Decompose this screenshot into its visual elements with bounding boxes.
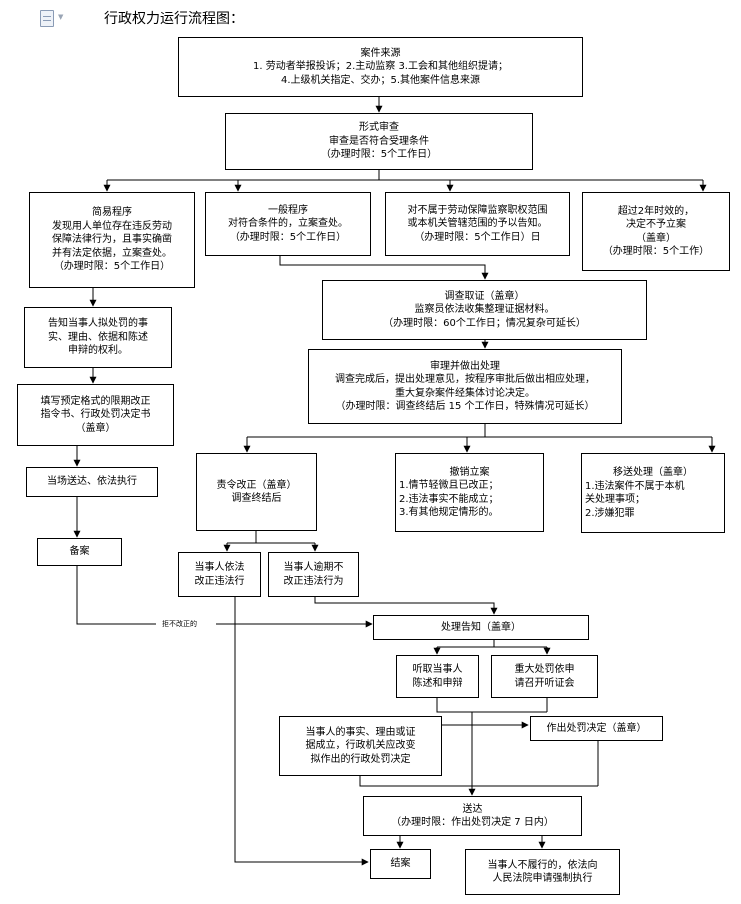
fill-form-line2: 指令书、行政处罚决定书	[40, 409, 151, 421]
general-procedure-line1: 对符合条件的，立案查处。	[228, 218, 348, 230]
cancel-case-line3: 3.有其他规定情形的。	[399, 507, 499, 518]
party-corrected-line2: 改正违法行	[194, 575, 245, 587]
party-not-corrected-line1: 当事人逾期不	[283, 562, 344, 573]
court-enforcement-line2: 人民法院申请强制执行	[492, 873, 593, 884]
party-not-corrected-box: 当事人逾期不 改正违法行为	[268, 552, 359, 597]
close-case-label: 结案	[390, 858, 411, 870]
hear-party-line1: 听取当事人	[412, 664, 463, 675]
page-title: 行政权力运行流程图：	[104, 11, 244, 27]
simple-procedure-line3: 并有法定依据，立案查处。	[52, 247, 172, 259]
over-two-years-line3: （盖章）	[636, 232, 676, 244]
facts-established-line3: 拟作出的行政处罚决定	[310, 753, 411, 765]
order-correct-title: 责令改正（盖章）	[216, 479, 297, 491]
inform-party-line1: 告知当事人拟处罚的事	[48, 318, 148, 330]
court-enforcement-line1: 当事人不履行的，依法向	[487, 859, 598, 871]
transfer-line3: 2.涉嫌犯罪	[585, 507, 635, 519]
fill-form-line3: （盖章）	[75, 422, 116, 434]
hearing-line1: 重大处罚依申	[514, 664, 575, 675]
case-source-line2: 4.上级机关指定、交办；5.其他案件信息来源	[280, 74, 481, 86]
facts-established-box: 当事人的事实、理由或证 据成立，行政机关应改变 拟作出的行政处罚决定	[279, 716, 442, 776]
over-two-years-box: 超过2年时效的， 决定不予立案 （盖章） （办理时限：5个工作）	[582, 192, 730, 271]
transfer-line1: 1.违法案件不属于本机	[585, 480, 685, 492]
deliver-onsite-label: 当场送达、依法执行	[47, 476, 137, 488]
case-source-box: 案件来源 1. 劳动者举报投诉；2.主动监察 3.工会和其他组织提请； 4.上级…	[178, 37, 583, 97]
chevron-down-icon[interactable]: ▼	[58, 13, 64, 21]
over-two-years-line1: 超过2年时效的，	[617, 205, 695, 217]
over-two-years-line2: 决定不予立案	[626, 219, 686, 230]
simple-procedure-line4: （办理时限：5个工作日）	[53, 261, 171, 273]
review-title: 审理并做出处理	[430, 360, 500, 372]
formal-review-line2: （办理时限：5个工作日）	[320, 149, 438, 161]
fill-form-box: 填写预定格式的限期改正 指令书、行政处罚决定书 （盖章）	[17, 384, 174, 446]
hear-party-line2: 陈述和申辩	[412, 677, 463, 689]
party-corrected-line1: 当事人依法	[194, 562, 245, 573]
inform-party-line3: 申辩的权利。	[68, 345, 128, 357]
inform-party-box: 告知当事人拟处罚的事 实、理由、依据和陈述 申辩的权利。	[24, 307, 172, 368]
refuse-correct-label: 拒不改正的	[162, 620, 197, 628]
case-source-line1: 1. 劳动者举报投诉；2.主动监察 3.工会和其他组织提请；	[253, 61, 508, 73]
deliver-onsite-box: 当场送达、依法执行	[26, 467, 158, 497]
hearing-line2: 请召开听证会	[514, 677, 575, 689]
service-box: 送达 （办理时限：作出处罚决定 7 日内）	[363, 796, 582, 836]
transfer-box: 移送处理（盖章） 1.违法案件不属于本机 关处理事项； 2.涉嫌犯罪	[581, 453, 725, 533]
facts-established-line2: 据成立，行政机关应改变	[305, 740, 416, 752]
service-line1: （办理时限：作出处罚决定 7 日内）	[391, 817, 554, 828]
over-two-years-line4: （办理时限：5个工作）	[602, 246, 710, 257]
general-procedure-title: 一般程序	[268, 204, 308, 216]
not-jurisdiction-box: 对不属于劳动保障监察职权范围 或本机关管辖范围的予以告知。 （办理时限：5个工作…	[385, 192, 570, 256]
cancel-case-box: 撤销立案 1.情节轻微且已改正； 2.违法事实不能成立； 3.有其他规定情形的。	[395, 453, 544, 532]
service-title: 送达	[462, 803, 483, 815]
not-jurisdiction-line3: （办理时限：5个工作日）日	[414, 231, 541, 243]
not-jurisdiction-line1: 对不属于劳动保障监察职权范围	[407, 204, 548, 216]
transfer-line2: 关处理事项；	[585, 494, 645, 505]
filing-label: 备案	[69, 546, 90, 558]
formal-review-line1: 审查是否符合受理条件	[329, 135, 429, 147]
cancel-case-title: 撤销立案	[449, 466, 490, 478]
simple-procedure-box: 简易程序 发现用人单位存在违反劳动 保障法律行为，且事实确凿 并有法定依据，立案…	[29, 192, 195, 288]
facts-established-line1: 当事人的事实、理由或证	[305, 726, 416, 738]
document-icon[interactable]	[40, 10, 54, 27]
simple-procedure-line2: 保障法律行为，且事实确凿	[52, 234, 172, 246]
cancel-case-line1: 1.情节轻微且已改正；	[399, 480, 499, 491]
investigate-line1: 监察员依法收集整理证据材料。	[414, 304, 555, 316]
party-not-corrected-line2: 改正违法行为	[283, 575, 344, 587]
investigate-box: 调查取证（盖章） 监察员依法收集整理证据材料。 （办理时限：60个工作日；情况复…	[322, 280, 647, 340]
formal-review-box: 形式审查 审查是否符合受理条件 （办理时限：5个工作日）	[225, 113, 533, 170]
fill-form-line1: 填写预定格式的限期改正	[40, 395, 151, 407]
order-correct-box: 责令改正（盖章） 调查终结后	[196, 453, 317, 531]
penalty-decision-box: 作出处罚决定（盖章）	[530, 716, 663, 741]
inform-party-line2: 实、理由、依据和陈述	[48, 331, 148, 343]
court-enforcement-box: 当事人不履行的，依法向 人民法院申请强制执行	[465, 849, 620, 895]
review-line3: （办理时限：调查终结后 15 个工作日，特殊情况可延长）	[335, 401, 595, 412]
not-jurisdiction-line2: 或本机关管辖范围的予以告知。	[407, 218, 548, 230]
review-box: 审理并做出处理 调查完成后，提出处理意见，按程序审批后做出相应处理， 重大复杂案…	[308, 349, 622, 424]
cancel-case-line2: 2.违法事实不能成立；	[399, 493, 499, 505]
notice-box: 处理告知（盖章）	[373, 615, 589, 640]
simple-procedure-title: 简易程序	[92, 207, 132, 219]
simple-procedure-line1: 发现用人单位存在违反劳动	[52, 220, 172, 232]
review-line1: 调查完成后，提出处理意见，按程序审批后做出相应处理，	[335, 374, 595, 385]
hear-party-box: 听取当事人 陈述和申辩	[396, 655, 479, 698]
filing-box: 备案	[37, 538, 122, 566]
investigate-title: 调查取证（盖章）	[444, 290, 525, 302]
investigate-line2: （办理时限：60个工作日；情况复杂可延长）	[383, 317, 586, 329]
formal-review-title: 形式审查	[359, 122, 399, 134]
general-procedure-box: 一般程序 对符合条件的，立案查处。 （办理时限：5个工作日）	[205, 192, 371, 256]
penalty-decision-label: 作出处罚决定（盖章）	[546, 722, 647, 734]
case-source-title: 案件来源	[360, 47, 401, 59]
order-correct-line1: 调查终结后	[231, 493, 282, 504]
transfer-title: 移送处理（盖章）	[613, 467, 693, 478]
review-line2: 重大复杂案件经集体讨论决定。	[395, 387, 535, 399]
party-corrected-box: 当事人依法 改正违法行	[178, 552, 261, 597]
close-case-box: 结案	[370, 849, 431, 879]
notice-label: 处理告知（盖章）	[441, 621, 521, 633]
general-procedure-line2: （办理时限：5个工作日）	[229, 231, 347, 243]
hearing-box: 重大处罚依申 请召开听证会	[491, 655, 598, 698]
